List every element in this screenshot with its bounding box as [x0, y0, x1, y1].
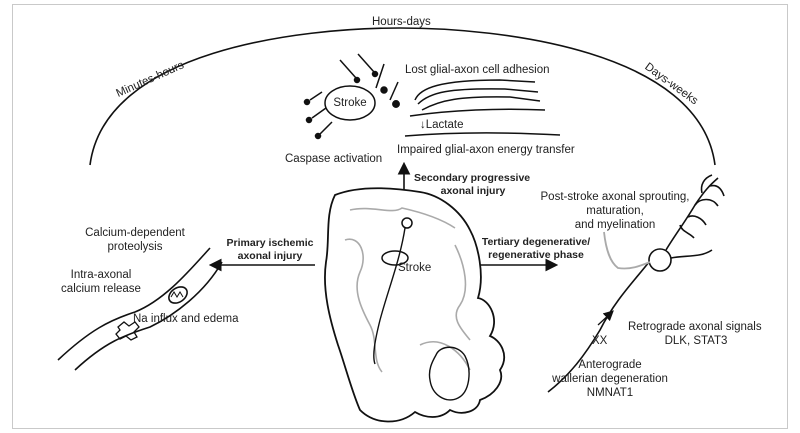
- edema-label: Na influx and edema: [133, 312, 238, 326]
- calcium-label-2: calcium release: [52, 282, 150, 296]
- primary-arrow-label-2: axonal injury: [222, 250, 318, 263]
- primary-arrow-label-1: Primary ischemic: [222, 237, 318, 250]
- stroke-label-secondary: Stroke: [326, 96, 374, 110]
- lactate-label: ↓Lactate: [420, 118, 463, 132]
- anterograde-label-2: wallerian degeneration: [540, 372, 680, 386]
- primary-axon-illustration: [58, 248, 222, 370]
- tertiary-arrow-label-2: regenerative phase: [474, 249, 598, 262]
- retrograde-label-2: DLK, STAT3: [628, 334, 764, 348]
- lost-adhesion-label: Lost glial-axon cell adhesion: [405, 63, 549, 77]
- tertiary-arrow-label-1: Tertiary degenerative/: [474, 236, 598, 249]
- proteolysis-label-1: Calcium-dependent: [80, 226, 190, 240]
- xx-mark: XX: [592, 334, 607, 348]
- sprouting-label-1: Post-stroke axonal sprouting,: [520, 190, 710, 204]
- anterograde-label-1: Anterograde: [540, 358, 680, 372]
- secondary-arrow-label-2: axonal injury: [414, 185, 532, 198]
- brain-illustration: [325, 188, 504, 421]
- timeline-label-hours-days: Hours-days: [372, 15, 428, 29]
- sprouting-label-2: maturation,: [520, 204, 710, 218]
- sprout-gray: [604, 232, 650, 269]
- sprouting-label-3: and myelination: [520, 218, 710, 232]
- calcium-label-1: Intra-axonal: [52, 268, 150, 282]
- proteolysis-label-2: proteolysis: [80, 240, 190, 254]
- anterograde-label-3: NMNAT1: [540, 386, 680, 400]
- stroke-label-brain: Stroke: [398, 261, 431, 275]
- brain-neuron-body: [402, 218, 412, 228]
- caspase-label: Caspase activation: [285, 152, 382, 166]
- energy-transfer-label: Impaired glial-axon energy transfer: [397, 143, 575, 157]
- secondary-arrow-label-1: Secondary progressive: [414, 172, 530, 185]
- retrograde-label-1: Retrograde axonal signals: [628, 320, 762, 334]
